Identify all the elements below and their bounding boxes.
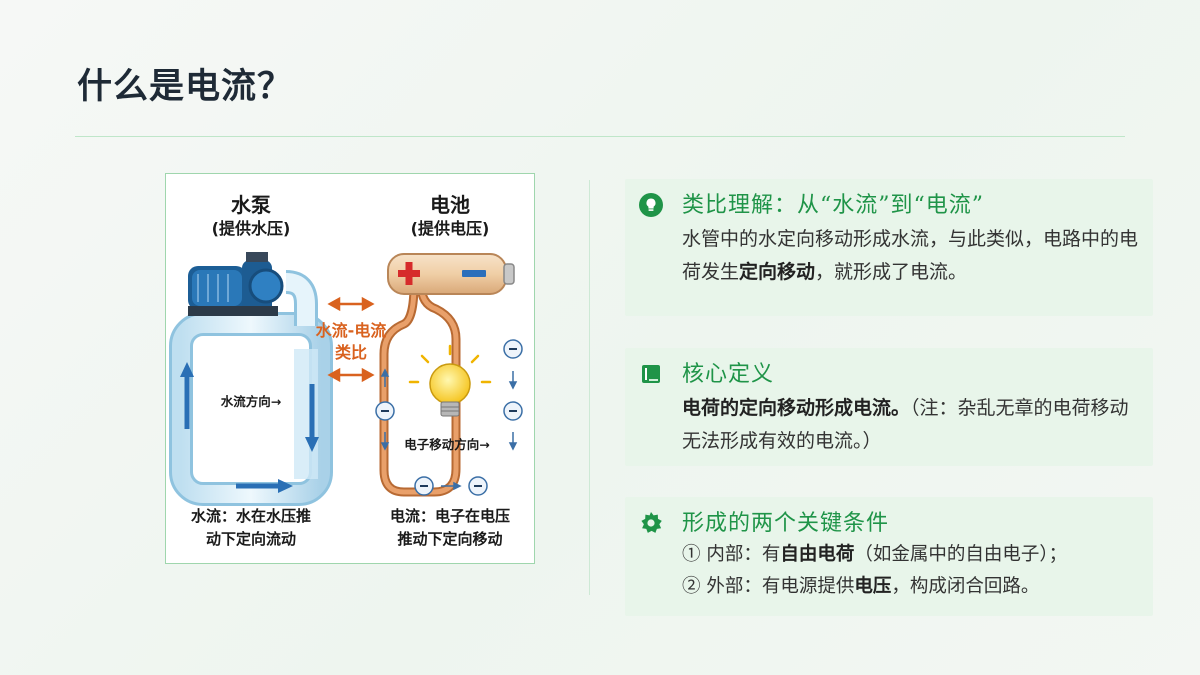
battery: [387, 253, 515, 295]
lightbulb: [408, 344, 492, 417]
lightbulb-icon: [639, 193, 663, 217]
analogy-text-2: ，就形成了电流。: [815, 261, 968, 283]
page-title: 什么是电流？: [77, 66, 294, 107]
analogy-text-bold: 定向移动: [739, 261, 816, 283]
book-icon: [642, 365, 660, 383]
analogy-card: 类比理解：从“水流”到“电流” 水管中的水定向移动形成水流，与此类似，电路中的电…: [625, 179, 1153, 316]
battery-title: 电池: [430, 193, 470, 217]
condition-item-1: ① 内部：有自由电荷（如金属中的自由电子）；: [682, 539, 1141, 571]
water-direction-label: 水流方向→: [221, 394, 281, 409]
gear-icon: [641, 512, 662, 533]
water-pump: [188, 252, 284, 316]
conditions-card-body: ① 内部：有自由电荷（如金属中的自由电子）； ② 外部：有电源提供电压，构成闭合…: [682, 539, 1141, 603]
condition-2-pre: ② 外部：有电源提供: [682, 576, 855, 597]
water-caption-line2: 动下定向流动: [206, 530, 296, 548]
pump-title: 水泵: [231, 193, 271, 217]
title-divider: [75, 136, 1125, 137]
conditions-card-title: 形成的两个关键条件: [682, 511, 890, 536]
condition-2-post: ，构成闭合回路。: [891, 576, 1040, 597]
condition-2-bold: 电压: [854, 576, 892, 597]
current-caption-line1: 电流：电子在电压: [390, 507, 510, 525]
definition-card-title: 核心定义: [682, 362, 775, 387]
battery-subtitle: (提供电压): [411, 219, 490, 238]
analogy-label-line1: 水流-电流: [316, 321, 387, 340]
pump-subtitle: (提供水压): [212, 219, 291, 238]
condition-1-bold: 自由电荷: [780, 544, 855, 565]
column-divider: [589, 180, 590, 595]
condition-item-2: ② 外部：有电源提供电压，构成闭合回路。: [682, 571, 1141, 603]
analogy-illustration-svg: 水泵 (提供水压) 电池 (提供电压) 水流-电流 类比 水流方向→ 电子移动方…: [169, 193, 523, 548]
circuit-wire-loop: [379, 283, 461, 497]
definition-note: （注：杂乱无章的电荷移动无法形成有效的电流。）: [682, 397, 1129, 452]
definition-card-body: 电荷的定向移动形成电流。（注：杂乱无章的电荷移动无法形成有效的电流。）: [682, 392, 1141, 458]
water-pipe-loop: [169, 270, 333, 506]
definition-text-bold: 电荷的定向移动形成电流。: [682, 397, 911, 419]
water-flow-arrows: [180, 362, 319, 493]
water-caption-line1: 水流：水在水压推: [191, 507, 311, 525]
analogy-illustration: 水泵 (提供水压) 电池 (提供电压) 水流-电流 类比 水流方向→ 电子移动方…: [165, 173, 535, 564]
analogy-card-body: 水管中的水定向移动形成水流，与此类似，电路中的电荷发生定向移动，就形成了电流。: [682, 223, 1141, 289]
conditions-card: 形成的两个关键条件 ① 内部：有自由电荷（如金属中的自由电子）； ② 外部：有电…: [625, 497, 1153, 616]
current-caption-line2: 推动下定向移动: [397, 530, 502, 548]
condition-1-pre: ① 内部：有: [682, 544, 781, 565]
analogy-label-line2: 类比: [335, 343, 367, 362]
electron-direction-label: 电子移动方向→: [404, 437, 489, 452]
analogy-text-1: 水管中的水定向移动形成水流，与此类似，电路中的电荷发生: [682, 228, 1139, 283]
definition-card: 核心定义 电荷的定向移动形成电流。（注：杂乱无章的电荷移动无法形成有效的电流。）: [625, 348, 1153, 466]
condition-1-post: （如金属中的自由电子）；: [854, 544, 1068, 565]
analogy-arrows: [327, 296, 375, 383]
analogy-card-title: 类比理解：从“水流”到“电流”: [682, 193, 984, 218]
electron-markers: [375, 339, 523, 496]
